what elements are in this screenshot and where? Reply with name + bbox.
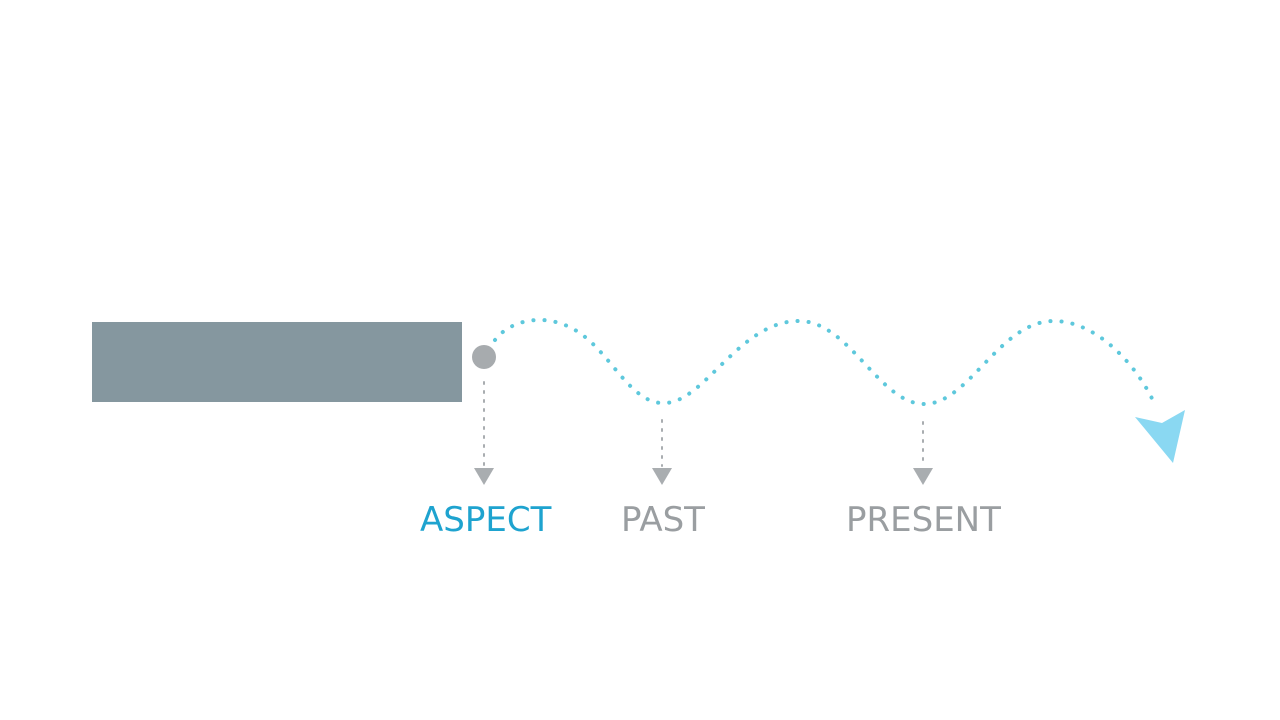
label-aspect: ASPECT <box>420 500 552 540</box>
down-arrow-icon <box>652 468 672 485</box>
connector-aspect <box>474 381 494 485</box>
timeline-bar <box>92 322 462 402</box>
down-arrow-icon <box>474 468 494 485</box>
connector-past <box>652 419 672 485</box>
label-past: PAST <box>621 500 705 540</box>
down-arrow-icon <box>913 468 933 485</box>
arrowhead-icon <box>1135 410 1185 463</box>
dotted-wave-path <box>493 317 1157 407</box>
label-present: PRESENT <box>846 500 1001 540</box>
connector-present <box>913 421 933 485</box>
start-dot-icon <box>472 345 496 369</box>
